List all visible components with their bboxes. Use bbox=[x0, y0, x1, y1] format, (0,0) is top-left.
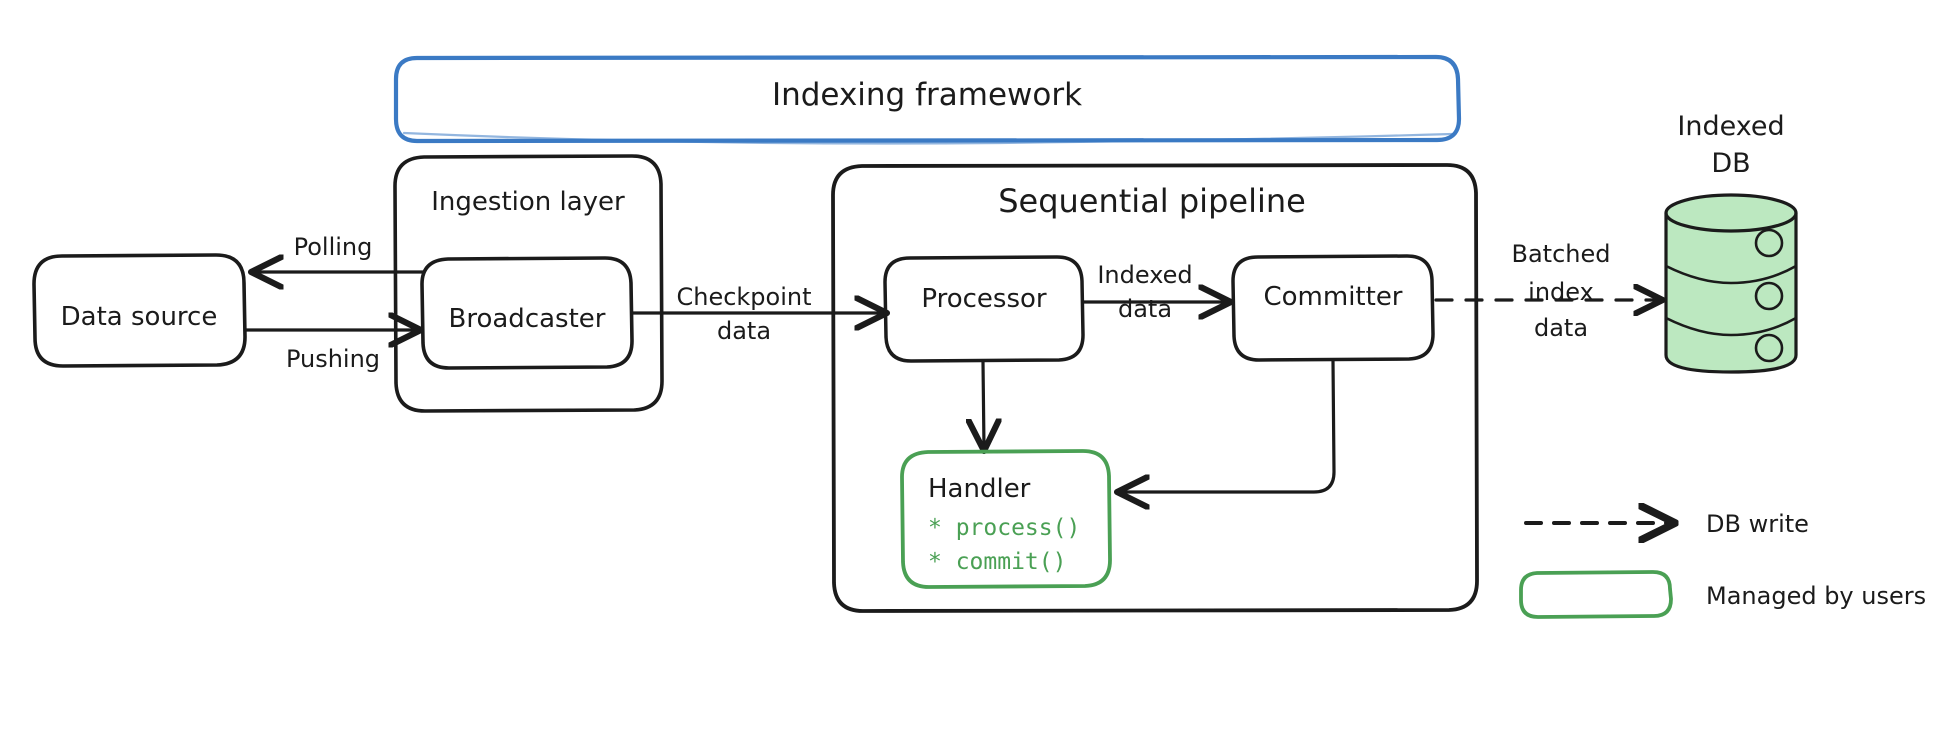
broadcaster-label: Broadcaster bbox=[449, 304, 606, 334]
legend-db-write-label: DB write bbox=[1706, 510, 1809, 538]
node-sequential-pipeline[interactable]: Sequential pipeline bbox=[831, 163, 1479, 613]
db-body-outline bbox=[1664, 211, 1798, 374]
polling-label: Polling bbox=[294, 233, 373, 261]
legend-item-db-write: DB write bbox=[1524, 510, 1809, 538]
node-broadcaster[interactable]: Broadcaster bbox=[420, 256, 634, 370]
edge-pushing: Pushing bbox=[244, 330, 418, 373]
legend-managed-by-users-label: Managed by users bbox=[1706, 582, 1926, 610]
db-indicator-3 bbox=[1754, 333, 1784, 363]
db-divider-1 bbox=[1664, 264, 1798, 285]
batched-index-label-line2: index bbox=[1528, 278, 1594, 306]
edge-committer-to-handler bbox=[1120, 359, 1336, 492]
edge-checkpoint-data: Checkpoint data bbox=[631, 283, 884, 345]
committer-label: Committer bbox=[1263, 282, 1402, 312]
handler-label: Handler bbox=[928, 474, 1031, 504]
indexed-data-label-line2: data bbox=[1118, 295, 1172, 323]
batched-index-label-line3: data bbox=[1534, 314, 1588, 342]
indexed-db-label-line1: Indexed bbox=[1677, 111, 1784, 142]
checkpoint-data-label-line2: data bbox=[717, 317, 771, 345]
processor-label: Processor bbox=[921, 284, 1047, 314]
node-ingestion-layer[interactable]: Ingestion layer bbox=[393, 154, 664, 413]
handler-method-process: * process() bbox=[928, 515, 1080, 541]
db-divider-2 bbox=[1664, 316, 1798, 337]
checkpoint-data-label-line1: Checkpoint bbox=[676, 283, 811, 311]
framework-banner-label: Indexing framework bbox=[772, 77, 1082, 113]
node-indexed-db[interactable]: Indexed DB bbox=[1664, 111, 1798, 374]
edge-polling: Polling bbox=[254, 233, 425, 272]
data-source-label: Data source bbox=[61, 302, 218, 332]
node-processor[interactable]: Processor bbox=[883, 255, 1085, 363]
node-committer[interactable]: Committer bbox=[1231, 254, 1435, 362]
handler-method-commit: * commit() bbox=[928, 549, 1066, 575]
indexed-data-label-line1: Indexed bbox=[1097, 261, 1192, 289]
db-indicator-1 bbox=[1754, 228, 1784, 258]
node-handler[interactable]: Handler * process() * commit() bbox=[900, 449, 1112, 589]
db-indicator-2 bbox=[1754, 281, 1784, 311]
db-top-outline bbox=[1664, 193, 1798, 233]
edge-indexed-data: Indexed data bbox=[1082, 261, 1228, 323]
batched-index-label-line1: Batched bbox=[1512, 240, 1611, 268]
legend-item-managed-by-users: Managed by users bbox=[1519, 570, 1926, 619]
indexed-db-label-line2: DB bbox=[1711, 148, 1750, 179]
legend: DB write Managed by users bbox=[1519, 510, 1926, 619]
pushing-label: Pushing bbox=[286, 345, 380, 373]
legend-green-swatch bbox=[1519, 570, 1673, 619]
db-top-fill bbox=[1666, 195, 1796, 231]
edge-batched-index-data: Batched index data bbox=[1434, 240, 1660, 342]
indexing-framework-banner: Indexing framework bbox=[393, 54, 1462, 145]
node-data-source[interactable]: Data source bbox=[32, 253, 247, 368]
edge-processor-to-handler bbox=[983, 360, 984, 448]
sequential-pipeline-label: Sequential pipeline bbox=[998, 182, 1306, 220]
db-body-fill bbox=[1666, 213, 1796, 372]
ingestion-layer-label: Ingestion layer bbox=[431, 187, 625, 217]
